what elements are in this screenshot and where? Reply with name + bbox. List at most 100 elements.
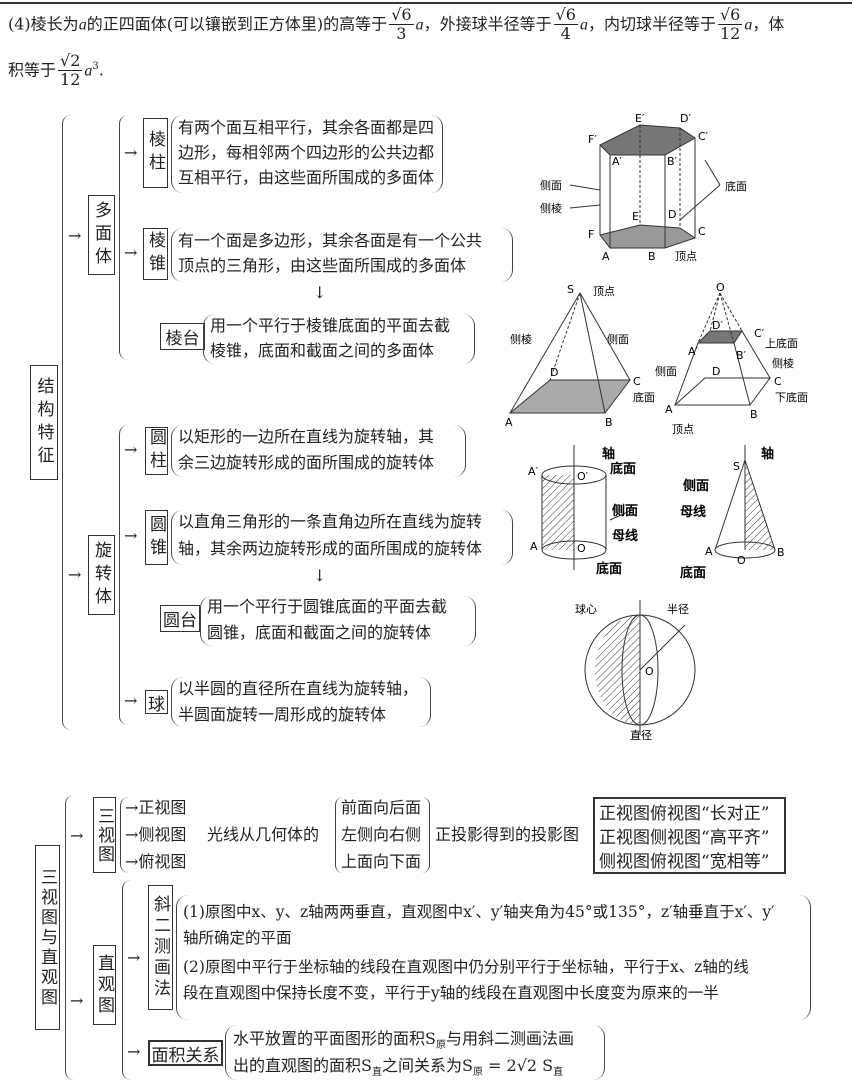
label-generatrix: 母线 xyxy=(680,504,706,520)
direct-view-label: 直观图 xyxy=(93,945,116,1025)
text-line: 圆锥，底面和截面之间的旋转体 xyxy=(207,623,432,642)
t: 的正四面体(可以镶嵌到正方体里)的高等于 xyxy=(86,14,388,34)
rule: 侧视图俯视图“宽相等” xyxy=(599,852,770,872)
pt: O xyxy=(716,283,725,294)
light-text: 光线从几何体的 xyxy=(207,825,320,844)
pt: C xyxy=(698,225,706,238)
label-side: 侧面 xyxy=(612,503,638,519)
view-top: →俯视图 xyxy=(125,854,186,870)
pt: E′ xyxy=(635,112,645,125)
text-line: 用一个平行于棱锥底面的平面去截 xyxy=(210,316,451,335)
label-side: 侧面 xyxy=(540,179,562,192)
text-line: 以直角三角形的一条直角边所在直线为旋转 xyxy=(178,512,483,531)
top-rule xyxy=(0,2,852,4)
view-side: →侧视图 xyxy=(125,827,186,843)
label-side: 侧面 xyxy=(683,478,709,494)
den: 3 xyxy=(396,24,407,44)
label-side: 侧面 xyxy=(655,365,677,378)
sub: 直 xyxy=(553,1067,564,1079)
prism-definition xyxy=(171,115,443,193)
label-bottom: 底面 xyxy=(596,561,622,577)
text-line: 轴，其余两边旋转形成的面所围成的旋转体 xyxy=(178,539,483,558)
frustum-top xyxy=(696,330,743,344)
den: 4 xyxy=(560,24,571,44)
arrow: → xyxy=(68,226,82,245)
label-base: 底面 xyxy=(610,461,636,477)
direction: 左侧向右侧 xyxy=(341,825,422,844)
brace xyxy=(65,795,74,1080)
oblique-method-rules xyxy=(176,895,811,1020)
label-edge: 侧棱 xyxy=(772,357,794,370)
rule: 正视图俯视图“长对正” xyxy=(599,804,770,824)
label-axis: 轴 xyxy=(602,446,615,462)
pt: B xyxy=(777,546,785,559)
text: 正视图 xyxy=(138,798,187,817)
arrow: → xyxy=(68,565,82,584)
direction: 前面向后面 xyxy=(341,798,422,817)
t: 出的直观图的面积S xyxy=(233,1056,372,1075)
hatched-half-disc xyxy=(595,615,640,725)
sub: 原 xyxy=(472,1067,483,1079)
arrow: → xyxy=(124,143,138,162)
num: √2 xyxy=(58,50,83,72)
cylinder-label: 圆柱 xyxy=(145,427,168,475)
t: 与用斜二测画法画 xyxy=(445,1029,574,1048)
arrow: → xyxy=(127,948,141,967)
text-line: 以半圆的直径所在直线为旋转轴， xyxy=(178,679,419,698)
arrow: → xyxy=(70,826,84,845)
frustum-label: 棱台 xyxy=(160,323,205,350)
pt: A xyxy=(505,416,513,429)
pt: D′ xyxy=(680,112,691,125)
var-a: a xyxy=(84,62,93,80)
t: 水平放置的平面图形的面积S xyxy=(233,1029,436,1048)
var-a: a xyxy=(744,16,753,34)
frustum-definition xyxy=(203,314,475,364)
direction: 上面向下面 xyxy=(341,852,422,871)
pt: A xyxy=(705,545,713,558)
pt: C′ xyxy=(698,130,709,143)
t: ，外接球半径等于 xyxy=(423,14,552,34)
arrow: → xyxy=(124,691,138,710)
structure-title: 结构特征 xyxy=(30,365,58,480)
num: √6 xyxy=(717,5,743,26)
text-line: 棱锥，底面和截面之间的多面体 xyxy=(210,341,435,360)
pt: B xyxy=(750,408,758,421)
text-line: 余三边旋转形成的面所围成的旋转体 xyxy=(178,453,435,472)
den: 12 xyxy=(719,24,741,44)
t: 棱长为 xyxy=(30,14,79,34)
pt: O xyxy=(645,665,654,678)
text-line: 用一个平行于圆锥底面的平面去截 xyxy=(207,597,448,616)
label-edge: 侧棱 xyxy=(540,202,562,215)
text-line: 半圆面旋转一周形成的旋转体 xyxy=(178,705,387,724)
label-radius: 半径 xyxy=(667,602,689,616)
pt: O xyxy=(737,554,746,567)
label-bottom: 下底面 xyxy=(775,390,808,404)
views-title: 三视图与直观图 xyxy=(35,845,60,1030)
oblique-method-label: 斜二测画法 xyxy=(148,885,173,1010)
text-line: 有一个面是多边形，其余各面是有一个公共 xyxy=(178,231,483,250)
text-line: 段在直观图中保持长度不变，平行于y轴的线段在直观图中长度变为原来的一半 xyxy=(183,984,719,1002)
pt: E xyxy=(632,210,639,223)
prism-label: 棱柱 xyxy=(143,118,168,188)
pt: S xyxy=(733,460,740,473)
num: √6 xyxy=(553,5,578,26)
label-axis: 轴 xyxy=(761,446,774,462)
arrow: → xyxy=(127,1042,141,1061)
arrow: → xyxy=(125,852,139,871)
label-bottom: 底面 xyxy=(680,565,706,580)
pyramid-base xyxy=(508,379,632,414)
text-line: 出的直观图的面积S直之间关系为S原 = 2√2 S直 xyxy=(233,1058,563,1078)
text-line: 边形，每相邻两个四边形的公共边都 xyxy=(178,143,435,162)
pt: O′ xyxy=(577,470,589,483)
view-rules-box: 正视图俯视图“长对正” 正视图侧视图“高平齐” 侧视图俯视图“宽相等” xyxy=(593,797,786,874)
text-line: 水平放置的平面图形的面积S原与用斜二测画法画 xyxy=(233,1031,574,1051)
text-line: (1)原图中x、y、z轴两两垂直，直观图中x′、y′轴夹角为45°或135°，z… xyxy=(183,903,775,921)
